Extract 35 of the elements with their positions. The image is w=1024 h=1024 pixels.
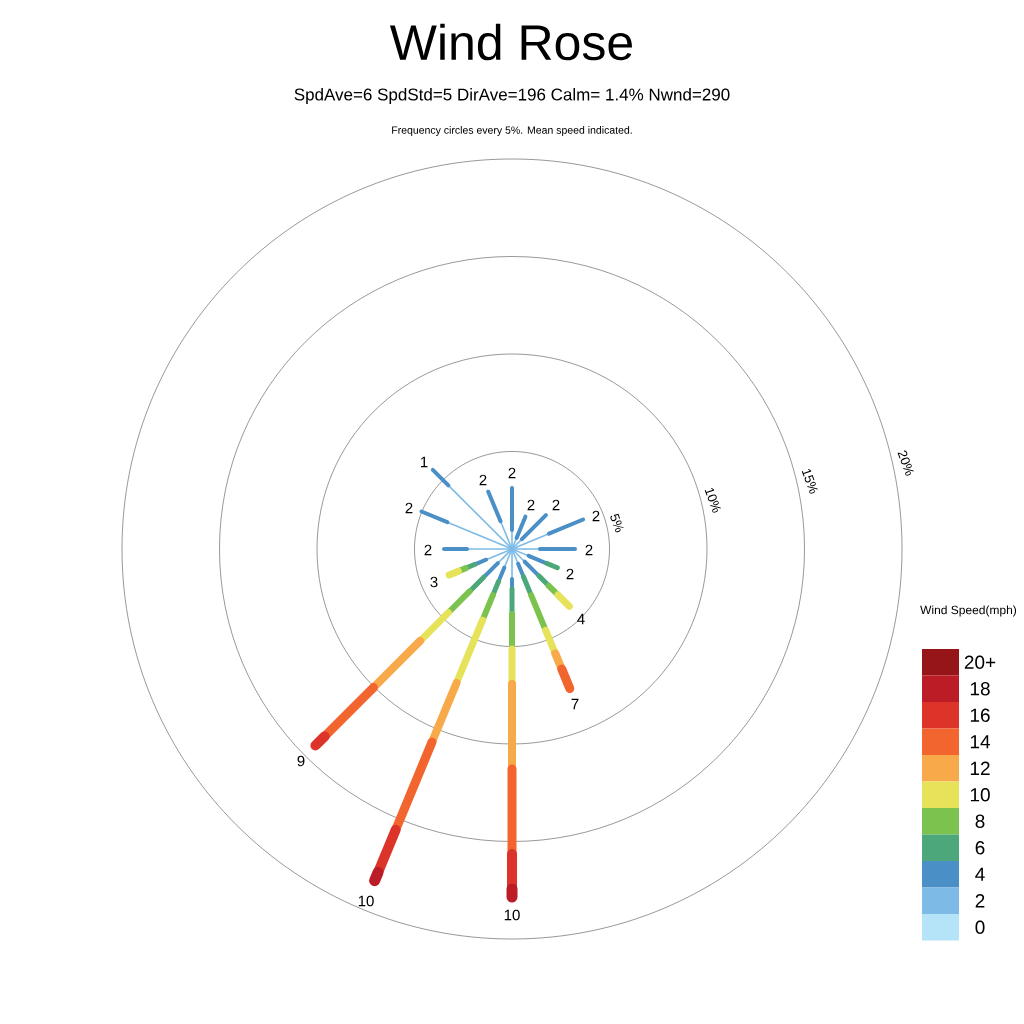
- ring-label: 20%: [897, 450, 914, 476]
- legend-title: Wind Speed(mph): [920, 605, 1017, 617]
- speed-label: 4: [577, 613, 585, 625]
- speed-label: 9: [297, 755, 305, 767]
- speed-label: 1: [421, 456, 428, 468]
- speed-label: 2: [566, 568, 574, 580]
- legend-label: 12: [970, 761, 990, 775]
- speed-label: 2: [424, 544, 432, 556]
- speed-label: 3: [430, 576, 438, 588]
- ring-label: 5%: [610, 513, 624, 533]
- speed-label: 2: [405, 502, 413, 514]
- speed-label: 7: [571, 698, 579, 710]
- legend-label: 6: [975, 841, 985, 855]
- legend-label: 10: [970, 788, 990, 802]
- legend-label: 18: [970, 682, 990, 696]
- speed-label: 2: [592, 510, 600, 522]
- legend-label: 4: [975, 867, 985, 881]
- ring-label: 10%: [704, 487, 721, 513]
- legend-label: 0: [975, 920, 985, 934]
- note-text: Frequency circles every 5%. Mean speed indicated.: [392, 126, 632, 136]
- speed-label: 2: [527, 499, 535, 511]
- legend-label: 14: [970, 735, 990, 749]
- legend-label: 20+: [964, 655, 996, 669]
- speed-label: 2: [552, 499, 560, 511]
- legend-label: 8: [975, 814, 985, 828]
- ring-label: 15%: [801, 468, 818, 494]
- speed-label: 10: [504, 909, 520, 921]
- speed-label: 10: [358, 895, 374, 907]
- speed-label: 2: [479, 474, 487, 486]
- speed-label: 2: [508, 467, 516, 479]
- legend-label: 2: [975, 894, 985, 908]
- title: Wind Rose: [389, 23, 632, 61]
- speed-label: 2: [585, 544, 593, 556]
- summary-text: SpdAve=6 SpdStd=5 DirAve=196 Calm= 1.4% Nwnd=290: [294, 88, 730, 104]
- legend-label: 16: [970, 708, 990, 722]
